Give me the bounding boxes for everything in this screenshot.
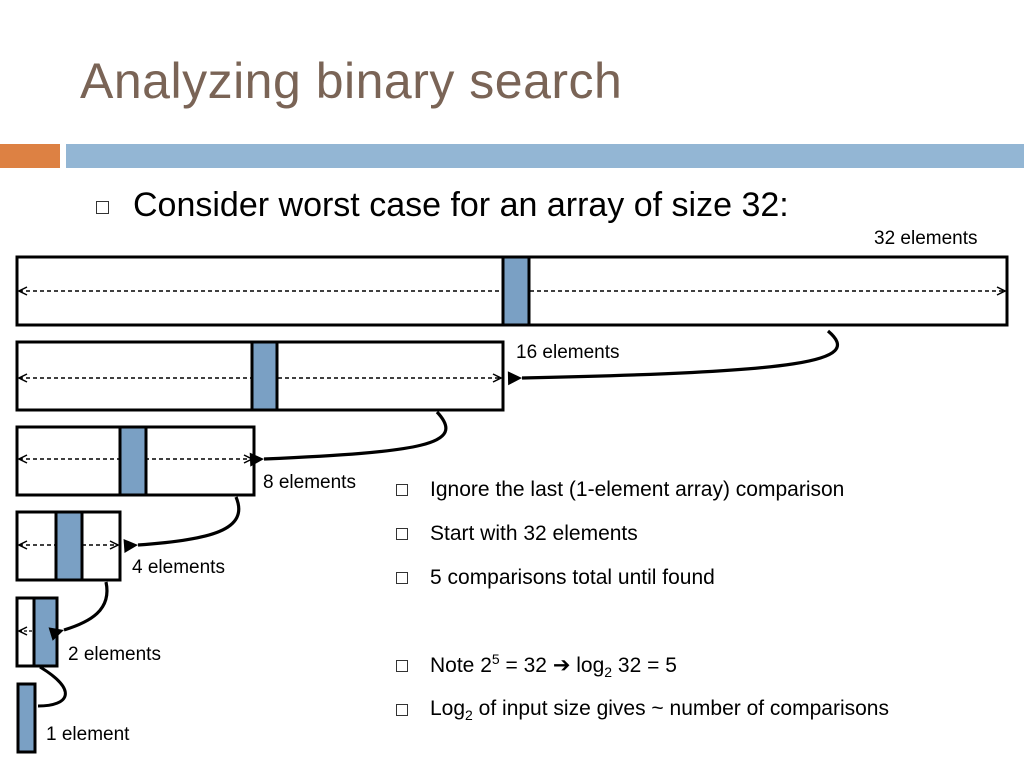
label-16-elements: 16 elements: [516, 342, 620, 363]
note-formula: Note 25 = 32 ➔ log2 32 = 5: [396, 644, 889, 688]
note-item: 5 comparisons total until found: [396, 556, 889, 600]
bullet-square-icon: [396, 528, 408, 540]
bullet-square-icon: [96, 201, 109, 214]
arrow-16-to-8: [249, 410, 448, 467]
lead-bullet: Consider worst case for an array of size…: [96, 186, 789, 225]
array-1: [16, 682, 37, 754]
notes-list: Ignore the last (1-element array) compar…: [396, 468, 889, 732]
label-8-elements: 8 elements: [263, 472, 356, 493]
note-text: 5 comparisons total until found: [430, 566, 715, 589]
formula-text: Note 25 = 32 ➔ log2 32 = 5: [430, 651, 677, 681]
note-text: Ignore the last (1-element array) compar…: [430, 478, 845, 501]
array-32: [15, 255, 1009, 327]
arrow-4-to-2: [48, 581, 109, 641]
bullet-square-icon: [396, 704, 408, 716]
arrow-2-to-1: [37, 665, 67, 708]
array-16: [15, 340, 505, 412]
note-item: Ignore the last (1-element array) compar…: [396, 468, 889, 512]
note-text: Start with 32 elements: [430, 522, 638, 545]
bullet-square-icon: [396, 572, 408, 584]
log-text: Log2 of input size gives ~ number of com…: [430, 696, 889, 724]
right-arrow-icon: ➔: [552, 654, 571, 678]
accent-bar-orange: [0, 144, 60, 168]
lead-text: Consider worst case for an array of size…: [133, 186, 789, 224]
array-2: [15, 596, 59, 668]
note-log: Log2 of input size gives ~ number of com…: [396, 688, 889, 732]
bullet-square-icon: [396, 484, 408, 496]
arrow-32-to-16: [507, 329, 839, 386]
note-item: Start with 32 elements: [396, 512, 889, 556]
accent-bar-blue: [66, 144, 1024, 168]
bullet-square-icon: [396, 660, 408, 672]
label-32-elements: 32 elements: [874, 228, 978, 249]
label-1-element: 1 element: [46, 724, 130, 745]
label-2-elements: 2 elements: [68, 644, 161, 665]
array-4: [15, 510, 122, 582]
arrow-8-to-4: [123, 496, 241, 553]
label-4-elements: 4 elements: [132, 557, 225, 578]
slide-title: Analyzing binary search: [80, 53, 623, 109]
array-8: [15, 425, 256, 497]
